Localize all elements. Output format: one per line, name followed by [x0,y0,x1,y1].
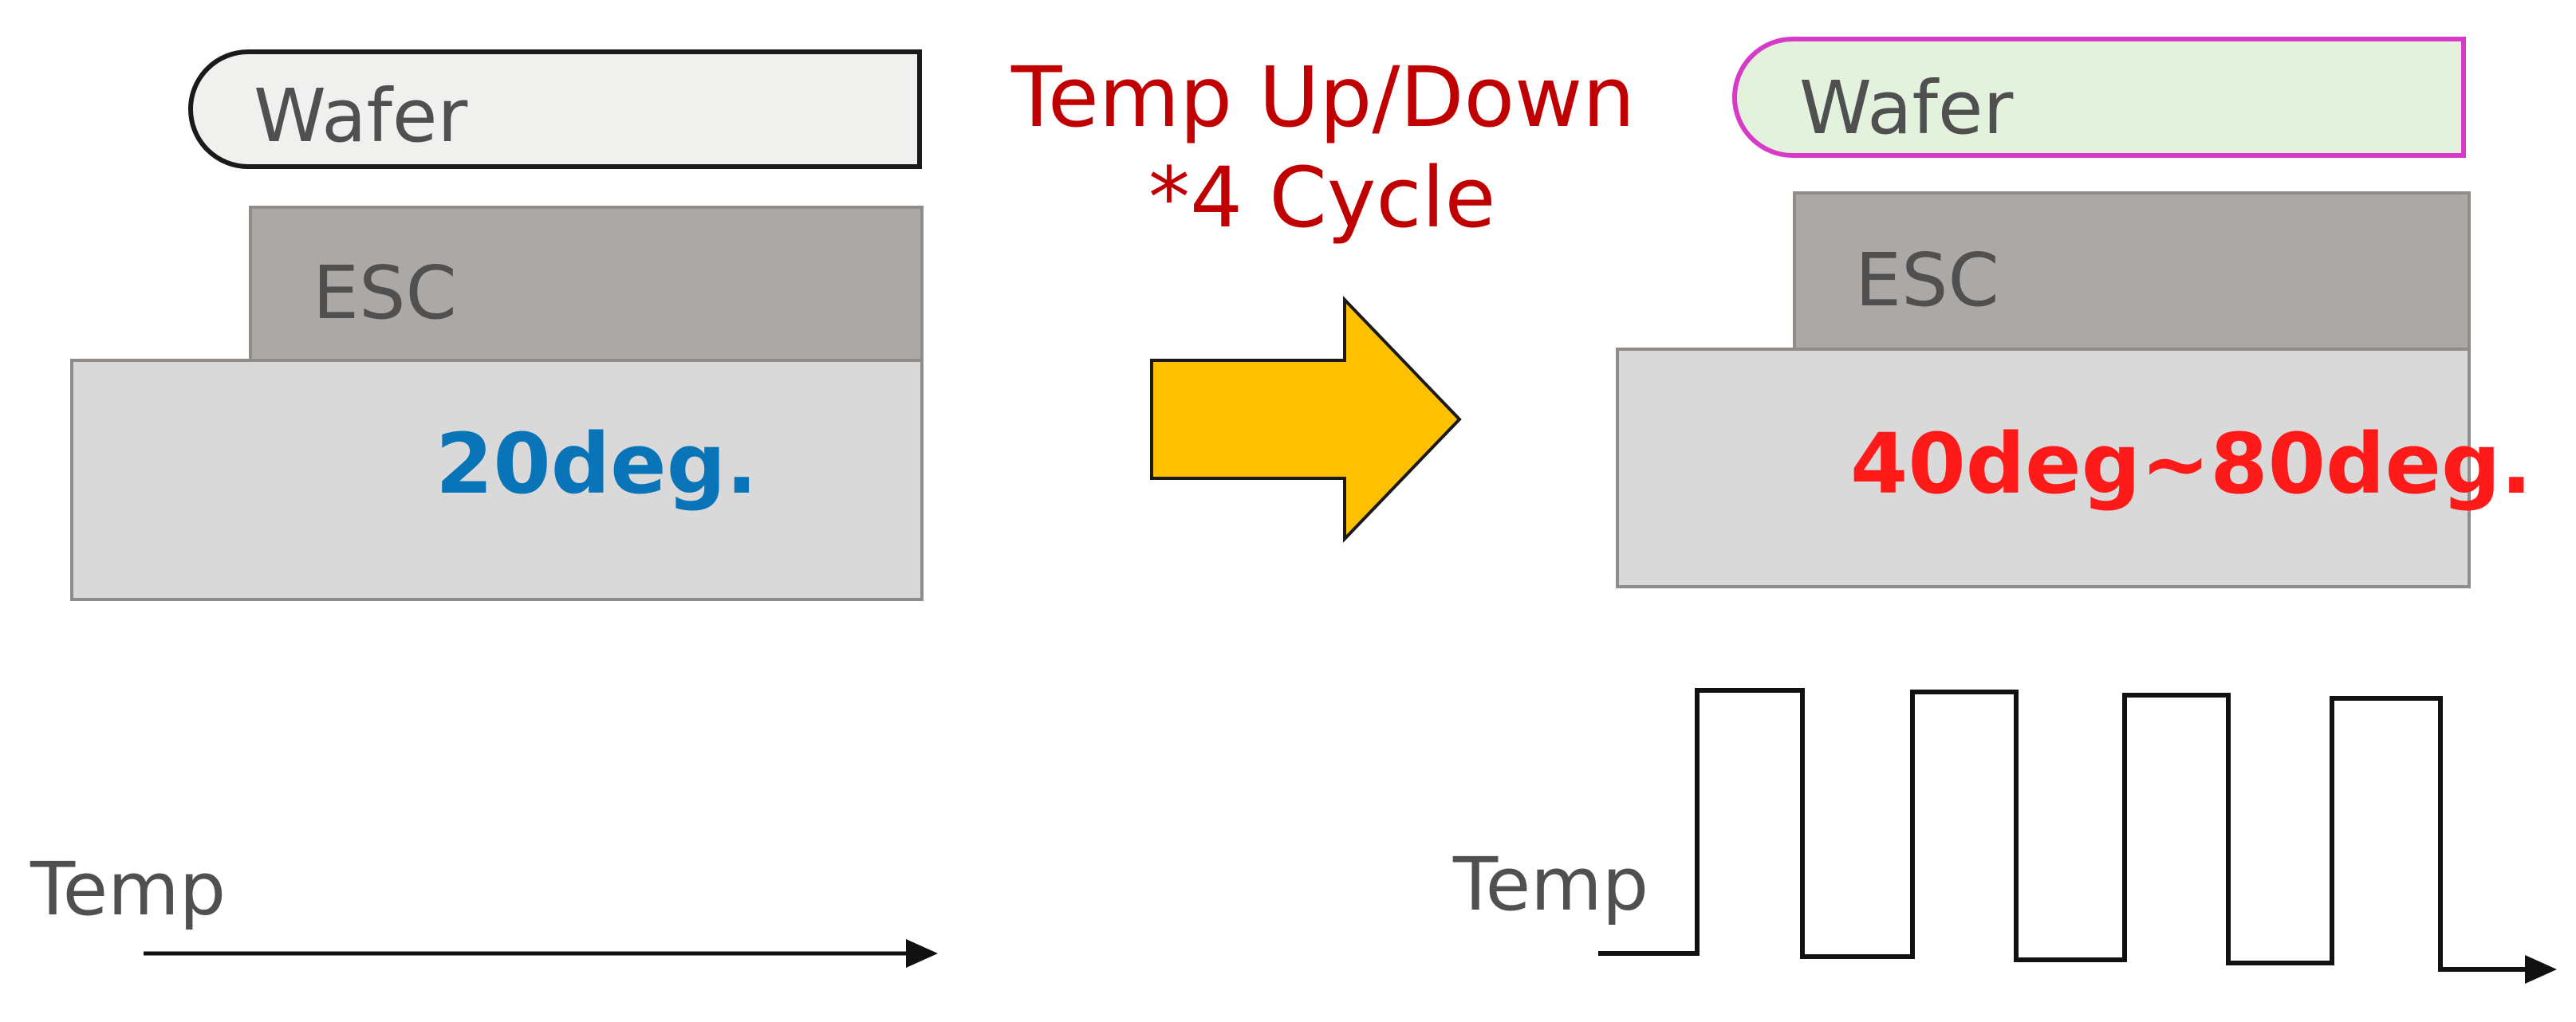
process-title: Temp Up/Down [1011,49,1636,146]
left-esc-label: ESC [313,250,457,336]
left-temperature-value: 20deg. [435,415,758,513]
left-wafer-label: Wafer [254,73,468,159]
right-esc-label: ESC [1855,238,1999,323]
left-wafer [188,49,922,169]
right-wafer-label: Wafer [1799,65,2014,151]
process-cycle-count: *4 Cycle [1148,149,1496,246]
left-temp-axis-label: Temp [30,847,226,932]
left-esc [249,206,924,362]
left-base-plate [70,359,924,601]
right-wafer [1732,37,2466,158]
process-arrow-icon [1150,296,1462,543]
right-temperature-value: 40deg~80deg. [1850,415,2532,513]
right-temp-square-wave [1598,688,2527,972]
right-temp-arrowhead-icon [2525,955,2557,984]
right-temp-axis-label: Temp [1453,842,1649,927]
right-base-plate [1616,348,2471,588]
left-temp-arrowhead-icon [906,939,938,968]
